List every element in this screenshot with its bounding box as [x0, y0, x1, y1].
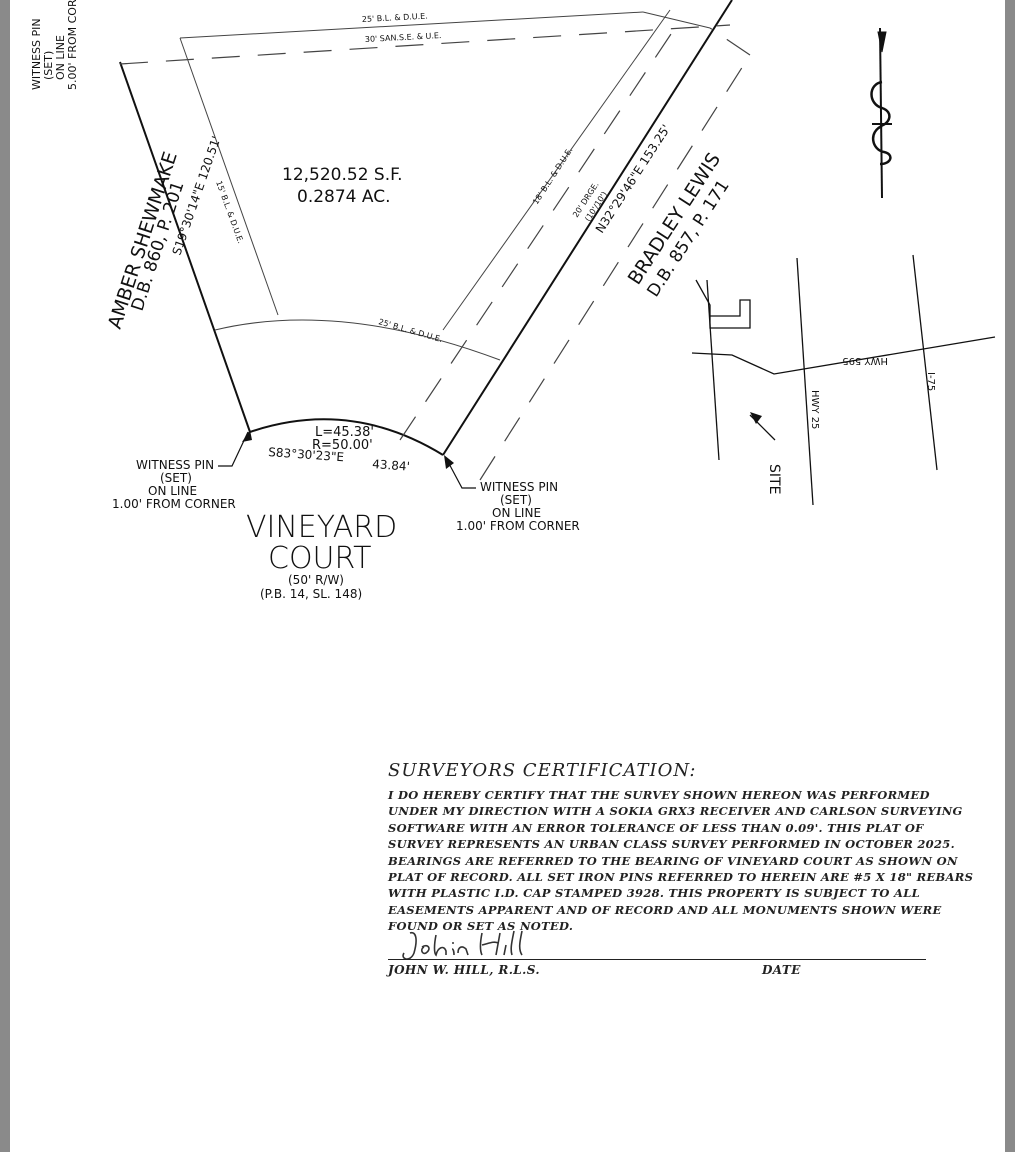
dashed-easements [119, 24, 751, 481]
vicinity-map [691, 254, 996, 506]
svg-text:ON LINE: ON LINE [492, 506, 541, 520]
street-plat: (P.B. 14, SL. 148) [260, 587, 362, 601]
setback-bottom: 25' B.L. & D.U.E. [377, 317, 443, 344]
setback-left: 15' B.L. & D.U.E. [214, 180, 245, 245]
hwy595-label: HWY 595 [842, 355, 888, 366]
svg-text:WITNESS PIN: WITNESS PIN [30, 18, 43, 90]
witness-pin-left: WITNESS PIN (SET) ON LINE 1.00' FROM COR… [112, 458, 236, 511]
certification-body: I DO HEREBY CERTIFY THAT THE SURVEY SHOW… [388, 788, 974, 934]
curve-chord: 43.84' [372, 457, 411, 474]
plat-drawing: WITNESS PIN (SET) ON LINE 5.00' FROM COR… [30, 0, 996, 601]
svg-text:ON LINE: ON LINE [148, 484, 197, 498]
site-label: SITE [766, 464, 782, 494]
area-ac: 0.2874 AC. [297, 187, 391, 207]
street-name-2: COURT [268, 541, 372, 576]
surveyors-certification: SURVEYORS CERTIFICATION: I DO HEREBY CER… [388, 760, 978, 979]
svg-text:1.00' FROM CORNER: 1.00' FROM CORNER [456, 519, 580, 533]
street-name-1: VINEYARD [246, 510, 397, 545]
witness-pin-topleft: WITNESS PIN (SET) ON LINE 5.00' FROM COR… [30, 0, 79, 90]
street-row: (50' R/W) [288, 573, 344, 587]
witness-pin-right: WITNESS PIN (SET) ON LINE 1.00' FROM COR… [456, 480, 580, 533]
setback-top-1: 25' B.L. & D.U.E. [362, 12, 428, 24]
svg-text:WITNESS PIN: WITNESS PIN [136, 458, 214, 472]
svg-text:(SET): (SET) [160, 471, 192, 485]
setback-top-2: 30' SAN.S.E. & U.E. [365, 31, 442, 44]
setback-lines [179, 9, 711, 361]
hwy25-label: HWY 25 [809, 390, 820, 429]
svg-text:(SET): (SET) [500, 493, 532, 507]
svg-text:ON LINE: ON LINE [54, 35, 67, 80]
witness-pin-right-arrow [444, 455, 454, 469]
signature-line [388, 958, 926, 960]
property-boundary [119, 0, 733, 456]
curve-radius: R=50.00' [312, 438, 373, 453]
signature-block: JOHN W. HILL, R.L.S. DATE [388, 930, 978, 979]
setback-right: 18' B.L. & D.U.E. [531, 146, 574, 206]
svg-text:(SET): (SET) [42, 51, 55, 80]
svg-text:5.00' FROM CORNER: 5.00' FROM CORNER [66, 0, 79, 90]
curve-bearing: S83°30'23"E [268, 445, 345, 464]
signature-image [402, 930, 523, 960]
certification-title: SURVEYORS CERTIFICATION: [388, 760, 697, 781]
area-sf: 12,520.52 S.F. [282, 165, 403, 185]
witness-pin-left-leader [218, 431, 249, 467]
witness-pin-left-arrow [242, 430, 252, 442]
plat-sheet: WITNESS PIN (SET) ON LINE 5.00' FROM COR… [10, 0, 1005, 1152]
north-arrow-icon [870, 27, 892, 199]
i75-label: I-75 [925, 372, 936, 391]
witness-pin-right-leader [445, 457, 476, 489]
date-label: DATE [762, 962, 801, 977]
svg-text:WITNESS PIN: WITNESS PIN [480, 480, 558, 494]
curve-length: L=45.38' [315, 425, 374, 440]
surveyor-name: JOHN W. HILL, R.L.S. [388, 962, 540, 977]
svg-text:1.00' FROM CORNER: 1.00' FROM CORNER [112, 497, 236, 511]
site-arrow-icon [750, 412, 762, 424]
